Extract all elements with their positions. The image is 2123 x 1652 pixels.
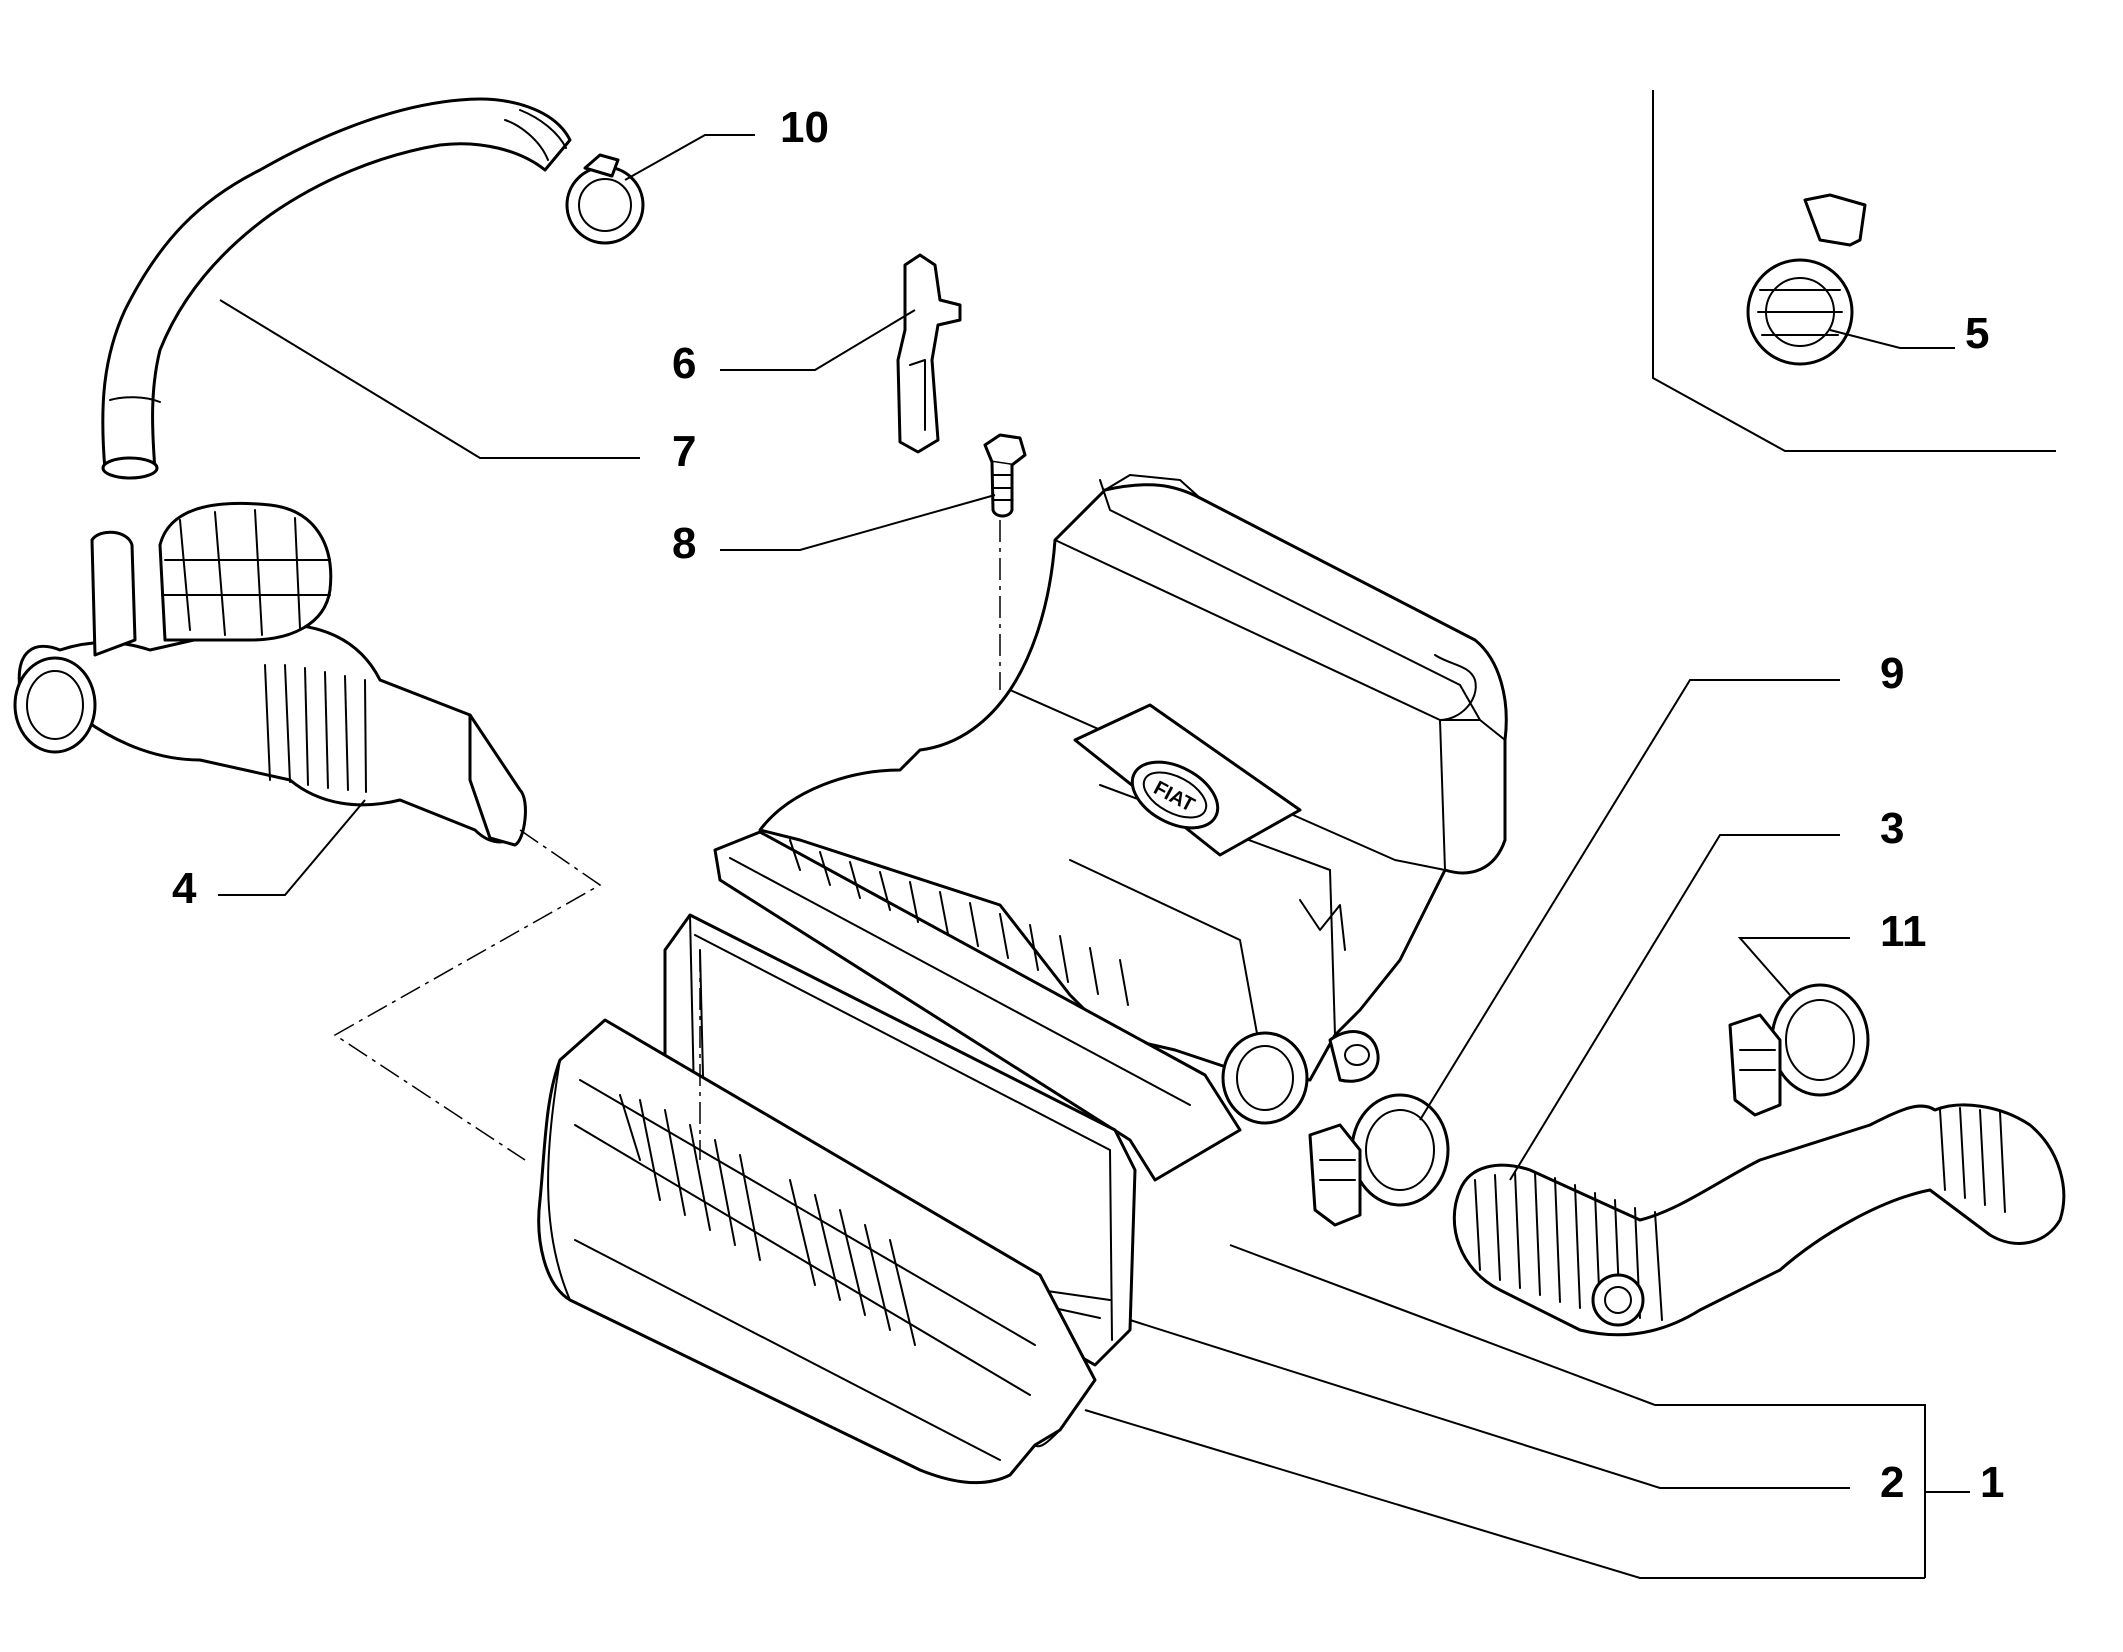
callout-9: 9 (1880, 649, 1904, 698)
callout-6: 6 (672, 339, 696, 388)
callout-5: 5 (1965, 309, 1989, 358)
part-5-clip (1746, 193, 1867, 366)
callout-2: 2 (1880, 1458, 1904, 1507)
callout-1: 1 (1980, 1458, 2004, 1507)
assembly-lines (333, 520, 1001, 1161)
hose-port (1591, 1273, 1645, 1327)
part-7-breather-hose (101, 97, 572, 480)
part-8-bolt (983, 433, 1027, 518)
callout-4: 4 (172, 864, 197, 913)
part-11-hose-clamp (1728, 983, 1870, 1117)
callout-7: 7 (672, 427, 696, 476)
part-1-airbox-housing: FIAT (713, 474, 1508, 1182)
inset-frame (1652, 90, 2056, 452)
callout-labels: 10 6 7 8 5 4 9 3 11 2 1 (172, 103, 2004, 1507)
part-1-lower-cover (537, 1018, 1097, 1485)
callout-3: 3 (1880, 804, 1904, 853)
leader-4 (218, 799, 366, 896)
leader-1b (1084, 1409, 1925, 1579)
leader-7 (219, 299, 640, 459)
part-10-hose-clamp (565, 153, 645, 245)
part-6-bracket (896, 253, 962, 454)
part-9-hose-clamp (1308, 1093, 1450, 1227)
leader-lines (218, 134, 1970, 1579)
callout-10: 10 (780, 103, 829, 152)
leader-5 (1829, 329, 1955, 349)
leader-10 (624, 134, 755, 181)
leader-3 (1509, 834, 1840, 1181)
callout-8: 8 (672, 519, 696, 568)
leader-11 (1737, 937, 1850, 996)
fiat-logo (1130, 760, 1220, 830)
leader-8 (720, 494, 996, 551)
leader-9 (1419, 679, 1840, 1121)
part-3-intake-hose (1452, 1103, 2066, 1337)
leader-6 (720, 309, 916, 371)
callout-11: 11 (1880, 907, 1927, 956)
leader-2 (1129, 1319, 1850, 1489)
part-4-intake-duct (13, 501, 527, 847)
